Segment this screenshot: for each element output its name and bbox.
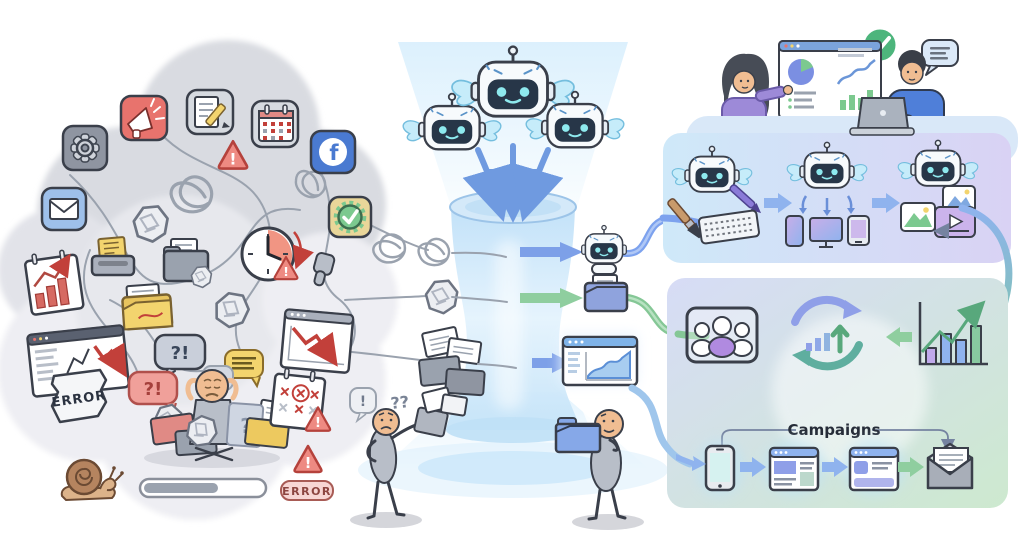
bot-generate-media (898, 140, 978, 239)
missed-deadlines-calendar-icon (269, 367, 327, 432)
organized-folder-output (583, 274, 629, 313)
envelope-icon (40, 186, 88, 232)
email-envelope-icon (926, 442, 974, 490)
panel-arrow (764, 193, 792, 213)
confused-stick-figure: ! ?? (349, 386, 468, 528)
chat-bubble-icon (921, 39, 959, 76)
campaign-arrow (898, 457, 924, 477)
approved-badge-icon (327, 195, 373, 239)
funnel-input-arrows (462, 143, 564, 223)
document-stack-input (418, 326, 517, 397)
inbox-tray-icon (90, 236, 136, 277)
facebook-f: f (329, 141, 339, 165)
folder-documents-icon (162, 238, 213, 289)
interrobang-red: ?! (144, 379, 163, 400)
bot-distribute-devices (785, 142, 870, 248)
campaigns-flow: Campaigns (696, 421, 974, 496)
stalled-progress-bar (138, 477, 268, 499)
input-thread (451, 251, 507, 258)
notes-bubble-icon (224, 349, 264, 389)
webpage-icon (768, 446, 820, 492)
facebook-icon: f (309, 129, 357, 175)
error-torn-paper: ERROR (50, 368, 107, 424)
exclaim-mark: ! (360, 394, 366, 410)
audience-icon (685, 306, 759, 364)
optimization-cycle (791, 295, 863, 371)
campaign-arrow (740, 457, 766, 477)
exclaim-bubble-icon: ! (349, 387, 377, 424)
output-arrow-green (520, 288, 583, 308)
thumbs-down-icon (312, 252, 336, 287)
error-badge-label: ERROR (282, 485, 332, 498)
laptop (849, 97, 915, 136)
bot-create-content (659, 146, 762, 245)
campaigns-label: Campaigns (787, 421, 880, 439)
campaign-arrow (822, 457, 848, 477)
gear-icon (61, 124, 109, 172)
confusion-bubble-icon: ?! (153, 333, 207, 380)
analytics-window-output (560, 333, 639, 387)
blue-folder-icon (554, 417, 602, 454)
megaphone-icon (119, 94, 169, 142)
panel-arrow (872, 193, 900, 213)
error-badge: ERROR (280, 480, 334, 501)
interrobang-gray: ?! (171, 343, 190, 364)
snail-icon (60, 458, 124, 502)
declining-chart-window-icon (279, 308, 355, 374)
output-arrow-blue (520, 242, 583, 262)
calendar-icon (250, 99, 300, 149)
growth-chart (918, 300, 988, 366)
crumpled-paper-icon (132, 205, 169, 243)
input-thread (451, 296, 508, 303)
dashboard-window (778, 40, 882, 119)
rope-arrowhead (676, 454, 706, 471)
stressed-person: ? (144, 369, 293, 468)
smartphone-icon (704, 444, 736, 492)
calendar-chart-icon (24, 249, 85, 316)
double-question: ?? (390, 392, 410, 413)
deadline-clock-icon (240, 226, 314, 282)
cycle-input-arrow (886, 327, 912, 347)
outbox-folder-icon (121, 283, 174, 331)
happy-stick-figure (554, 409, 644, 530)
panel-glow (772, 314, 928, 470)
webpage-icon (848, 446, 900, 492)
note-pencil-icon (185, 88, 235, 136)
